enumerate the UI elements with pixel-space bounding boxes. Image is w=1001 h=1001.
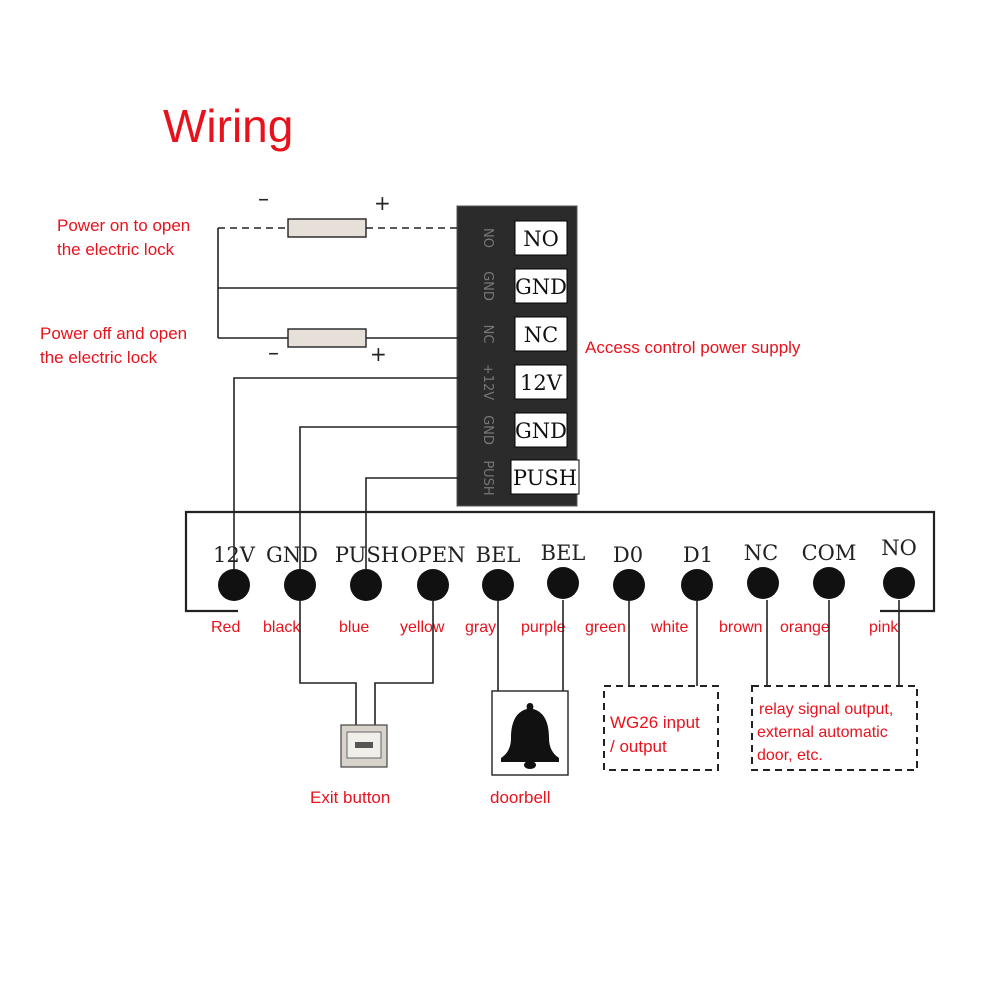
lock-power-on-label-2: the electric lock: [57, 240, 175, 259]
pin-terminal-gnd: [284, 569, 316, 601]
power-supply-strip: [457, 206, 577, 506]
wire-color-label: orange: [780, 619, 830, 636]
ps-side-label: +12V: [480, 364, 495, 400]
wire-color-label: white: [650, 619, 688, 636]
wire-color-label: gray: [465, 619, 496, 636]
pin-label-d0: D0: [613, 543, 643, 567]
wg26-box: [603, 685, 719, 771]
electric-lock-power-off: [287, 328, 367, 348]
bell-icon: [501, 703, 559, 762]
pin-terminal-nc: [747, 567, 779, 599]
relay-label: relay signal output,: [759, 701, 893, 718]
ps-side-label: PUSH: [480, 460, 495, 495]
controller-board: [184, 510, 936, 613]
pin-label-open: OPEN: [400, 543, 465, 567]
ps-terminal-push: PUSH: [513, 466, 577, 490]
pin-terminal-d0: [613, 569, 645, 601]
ps-side-label: NC: [480, 325, 495, 344]
pin-label-12v: 12V: [213, 543, 256, 567]
lock-power-off-label: Power off and open: [40, 324, 187, 343]
wg26-label-2: / output: [610, 737, 667, 756]
power-supply-label: Access control power supply: [585, 338, 801, 357]
relay-label-2: external automatic: [757, 724, 888, 741]
lock-on-plus: +: [374, 191, 391, 215]
pin-label-d1: D1: [683, 543, 713, 567]
lock-power-on-label: Power on to open: [57, 216, 190, 235]
wg26-label: WG26 input: [610, 713, 700, 732]
pin-terminal-bel: [482, 569, 514, 601]
pin-label-bel: BEL: [476, 543, 521, 567]
ps-side-label: GND: [480, 415, 495, 445]
lock-off-minus: –: [268, 341, 279, 366]
pin-terminal-bel-2: [547, 567, 579, 599]
ps-side-label: NO: [480, 228, 495, 248]
access-control-power-supply: NO GND NC +12V GND PUSH NO GND NC 12V GN…: [456, 205, 580, 507]
ps-terminal-nc: NC: [524, 323, 558, 347]
relay-output-box: [751, 685, 918, 771]
ps-terminal-12v: 12V: [520, 371, 563, 395]
pin-label-push: PUSH: [335, 543, 399, 567]
pin-label-com: COM: [802, 541, 857, 565]
pin-terminal-open: [417, 569, 449, 601]
pin-label-gnd: GND: [266, 543, 318, 567]
supply-wires: [233, 377, 460, 582]
lock-off-plus: +: [370, 342, 387, 366]
pin-terminal-com: [813, 567, 845, 599]
exit-button-label: Exit button: [310, 788, 390, 807]
doorbell-device: [491, 690, 569, 776]
lock-on-minus: –: [258, 187, 269, 212]
controller-pins: 12V GND PUSH OPEN BEL BEL D0 D1 NC COM N…: [211, 536, 917, 636]
wire-color-label: yellow: [400, 619, 445, 636]
ps-side-label: GND: [480, 271, 495, 301]
doorbell-label: doorbell: [490, 788, 551, 807]
lock-power-off-label-2: the electric lock: [40, 348, 158, 367]
relay-label-3: door, etc.: [757, 747, 823, 764]
wire-color-label: pink: [869, 619, 899, 636]
lock-wiring: [217, 227, 460, 339]
wire-color-label: blue: [339, 619, 369, 636]
pin-label-nc: NC: [744, 541, 778, 565]
wire-color-label: Red: [211, 619, 240, 636]
wire-color-label: black: [263, 619, 301, 636]
ps-terminal-gnd: GND: [515, 275, 567, 299]
pin-terminal-d1: [681, 569, 713, 601]
wire-color-label: brown: [719, 619, 763, 636]
wire-color-label: purple: [521, 619, 566, 636]
exit-button-device: [340, 724, 388, 768]
wire-color-label: green: [585, 619, 626, 636]
pin-label-no: NO: [881, 536, 917, 560]
ps-terminal-no: NO: [523, 227, 559, 251]
electric-lock-power-on: [287, 218, 367, 238]
pin-terminal-12v: [218, 569, 250, 601]
exit-button-icon: [355, 742, 373, 748]
ps-terminal-gnd-2: GND: [515, 419, 567, 443]
pin-terminal-no: [883, 567, 915, 599]
pin-terminal-push: [350, 569, 382, 601]
diagram-title: Wiring: [163, 100, 293, 152]
device-wires: [299, 600, 900, 725]
pin-label-bel-2: BEL: [541, 541, 586, 565]
